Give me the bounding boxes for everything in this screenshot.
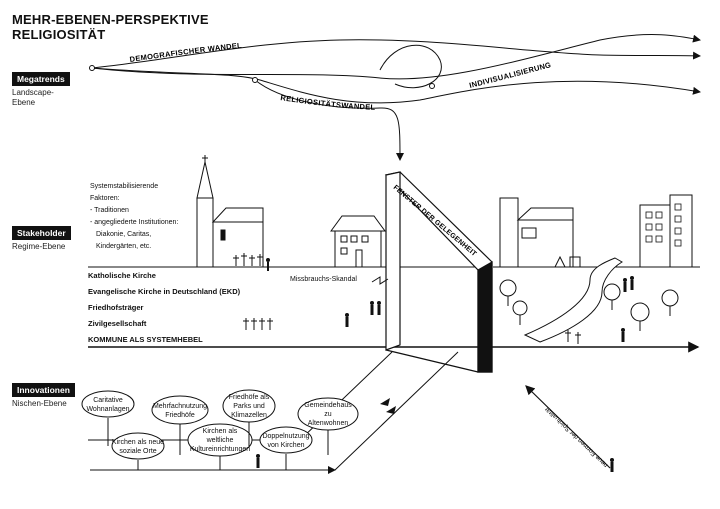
scandal-icon xyxy=(371,276,389,285)
svg-text:DEMOGRAFISCHER WANDEL: DEMOGRAFISCHER WANDEL xyxy=(129,41,242,64)
title-line-2: RELIGIOSITÄT xyxy=(12,27,106,42)
window-of-opportunity xyxy=(384,171,493,373)
graves xyxy=(233,253,263,266)
actor-zivilgesellschaft: Zivilgesellschaft xyxy=(88,319,147,328)
level-sub-stakeholder: Regime-Ebene xyxy=(12,242,66,251)
level-tag-innovationen: Innovationen xyxy=(12,383,75,397)
level-sub-megatrends-1: Landscape- xyxy=(12,88,54,97)
church-illustration xyxy=(196,155,264,268)
trend-label-demografisch: DEMOGRAFISCHER WANDEL xyxy=(129,41,242,64)
person-spirit xyxy=(610,462,614,472)
svg-text:FENSTER DER GELEGENHEIT: FENSTER DER GELEGENHEIT xyxy=(392,184,478,258)
playground xyxy=(554,255,581,268)
level-sub-innovationen: Nischen-Ebene xyxy=(12,399,67,408)
trend-label-individualisierung: INDIVISUALISIERUNG xyxy=(468,60,551,90)
park-path xyxy=(523,257,623,343)
innovation-bubbles xyxy=(81,389,359,470)
graves-zivil xyxy=(243,318,273,330)
actor-ekd: Evangelische Kirche in Deutschland (EKD) xyxy=(88,287,241,296)
park-graves xyxy=(565,330,581,344)
actor-friedhofstraeger: Friedhofsträger xyxy=(88,303,144,312)
svg-text:neue Formen der Spiritualität: neue Formen der Spiritualität xyxy=(544,405,610,468)
person-niche xyxy=(256,458,260,468)
people-regime xyxy=(345,276,634,342)
house-illustration xyxy=(330,215,386,268)
svg-text:INDIVISUALISIERUNG: INDIVISUALISIERUNG xyxy=(468,60,552,90)
park-trees xyxy=(499,279,679,331)
trend-loop xyxy=(379,44,442,89)
scandal-label: Missbrauchs-Skandal xyxy=(290,276,357,283)
svg-text:RELIGIOSITÄTSWANDEL: RELIGIOSITÄTSWANDEL xyxy=(280,93,376,112)
window-label: FENSTER DER GELEGENHEIT xyxy=(392,184,478,258)
spirituality-label: neue Formen der Spiritualität xyxy=(544,405,610,468)
right-buildings xyxy=(499,194,693,268)
megatrend-curves xyxy=(91,34,701,161)
stabilizing-factors: Systemstabilisierende Faktoren: - Tradit… xyxy=(90,183,179,250)
title-line-1: MEHR-EBENEN-PERSPEKTIVE xyxy=(12,12,209,27)
level-tag-megatrends: Megatrends xyxy=(12,72,70,86)
bird-figures xyxy=(380,398,396,414)
trend-label-religiositaet: RELIGIOSITÄTSWANDEL xyxy=(280,93,376,112)
level-sub-megatrends-2: Ebene xyxy=(12,98,36,107)
actor-kommune: KOMMUNE ALS SYSTEMHEBEL xyxy=(88,335,203,344)
actor-katholische-kirche: Katholische Kirche xyxy=(88,271,156,280)
megatrend-nodes xyxy=(89,65,435,89)
level-tag-stakeholder: Stakeholder xyxy=(12,226,71,240)
spirituality-arrow xyxy=(525,385,611,469)
